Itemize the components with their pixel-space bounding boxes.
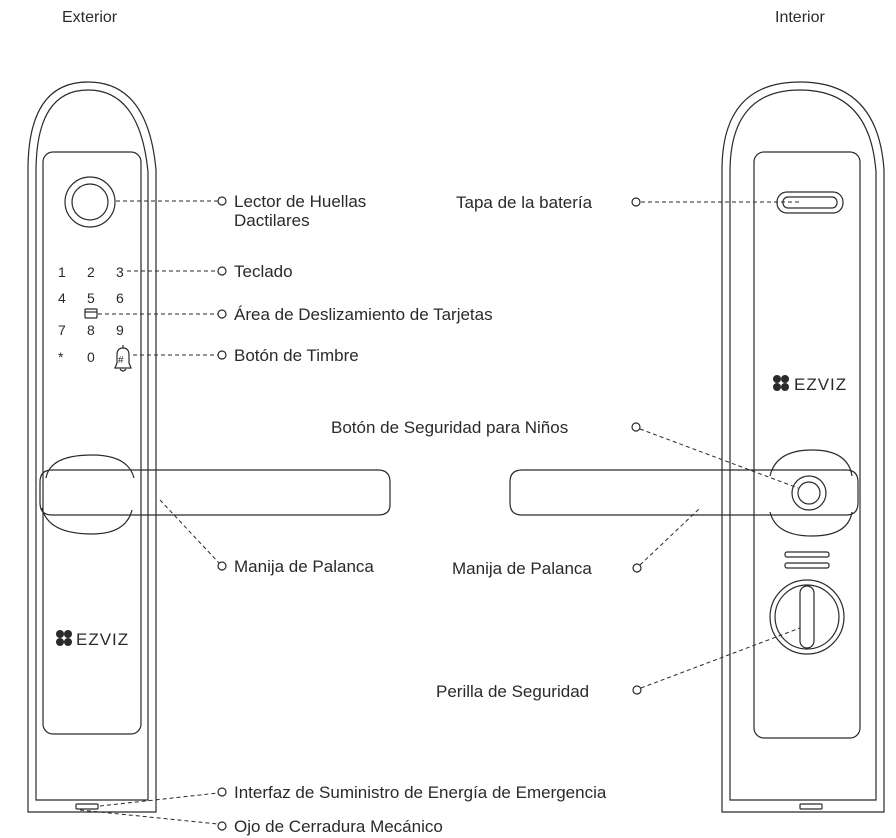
label-lever-exterior: Manija de Palanca — [234, 557, 374, 576]
key-4: 4 — [58, 290, 66, 306]
label-emergency-power: Interfaz de Suministro de Energía de Eme… — [234, 783, 607, 802]
interior-brand-text: EZVIZ — [794, 375, 847, 394]
interior-inner-body — [729, 89, 877, 801]
exterior-lock: 1 2 3 4 5 6 7 8 9 * 0 # — [27, 81, 391, 813]
interior-ezviz-logo: EZVIZ — [773, 375, 847, 394]
exterior-rosette-bottom — [41, 507, 133, 535]
label-fingerprint-line1: Lector de Huellas — [234, 192, 366, 211]
key-2: 2 — [87, 264, 95, 280]
exterior-inner-body — [35, 89, 149, 801]
battery-cover — [776, 191, 844, 214]
callout-keypad: Teclado — [127, 262, 293, 281]
label-card-area: Área de Deslizamiento de Tarjetas — [234, 305, 493, 324]
child-safety-button-inner — [797, 481, 821, 505]
vent-slot-2 — [784, 562, 830, 569]
callout-lever-exterior: Manija de Palanca — [159, 499, 374, 576]
key-5: 5 — [87, 290, 95, 306]
label-doorbell: Botón de Timbre — [234, 346, 359, 365]
bell-icon: # — [114, 345, 132, 372]
exterior-heading: Exterior — [62, 9, 118, 26]
exterior-outer-body — [27, 81, 157, 813]
child-safety-button-outer — [791, 475, 827, 511]
keypad: 1 2 3 4 5 6 7 8 9 * 0 — [58, 264, 124, 365]
key-star: * — [58, 349, 64, 365]
label-safety-knob: Perilla de Seguridad — [436, 682, 589, 701]
label-fingerprint-line2: Dactilares — [234, 211, 310, 230]
key-9: 9 — [116, 322, 124, 338]
interior-front-panel — [753, 151, 861, 739]
vent-slot-1 — [784, 551, 830, 558]
callout-card-area: Área de Deslizamiento de Tarjetas — [98, 305, 493, 324]
key-3: 3 — [116, 264, 124, 280]
safety-knob-inner — [774, 584, 840, 650]
fingerprint-reader-outer — [64, 176, 116, 228]
key-7: 7 — [58, 322, 66, 338]
interior-bottom-port — [799, 803, 823, 810]
key-hash: # — [118, 355, 124, 366]
callout-child-safety: Botón de Seguridad para Niños — [331, 418, 799, 489]
exterior-bottom-port — [75, 803, 99, 810]
label-keypad: Teclado — [234, 262, 293, 281]
interior-lock: EZVIZ — [509, 81, 885, 813]
exterior-lever-handle — [39, 469, 391, 516]
key-6: 6 — [116, 290, 124, 306]
interior-heading: Interior — [775, 9, 825, 26]
callout-mechanical-keyhole: Ojo de Cerradura Mecánico — [79, 809, 443, 836]
key-8: 8 — [87, 322, 95, 338]
label-battery-cover: Tapa de la batería — [456, 193, 593, 212]
safety-knob-outer — [769, 579, 845, 655]
callout-battery-cover: Tapa de la batería — [456, 193, 800, 212]
exterior-front-panel — [42, 151, 142, 735]
callout-dot — [217, 196, 227, 206]
callout-lever-interior: Manija de Palanca — [452, 507, 701, 578]
label-lever-interior: Manija de Palanca — [452, 559, 592, 578]
interior-lever-handle — [509, 469, 859, 516]
exterior-rosette-top — [45, 454, 135, 479]
callout-doorbell: Botón de Timbre — [133, 346, 359, 365]
safety-knob-grip — [799, 585, 815, 649]
key-0: 0 — [87, 349, 95, 365]
exterior-ezviz-logo: EZVIZ — [56, 630, 129, 649]
interior-outer-body — [721, 81, 885, 813]
label-child-safety: Botón de Seguridad para Niños — [331, 418, 568, 437]
callout-emergency-power: Interfaz de Suministro de Energía de Eme… — [99, 783, 607, 807]
interior-rosette-bottom — [769, 511, 853, 537]
fingerprint-reader-inner — [71, 183, 109, 221]
label-mechanical-keyhole: Ojo de Cerradura Mecánico — [234, 817, 443, 836]
key-1: 1 — [58, 264, 66, 280]
callout-fingerprint: Lector de Huellas Dactilares — [116, 192, 366, 230]
interior-rosette-top — [769, 449, 853, 477]
exterior-brand-text: EZVIZ — [76, 630, 129, 649]
callout-safety-knob: Perilla de Seguridad — [436, 627, 801, 701]
card-icon — [84, 308, 98, 319]
